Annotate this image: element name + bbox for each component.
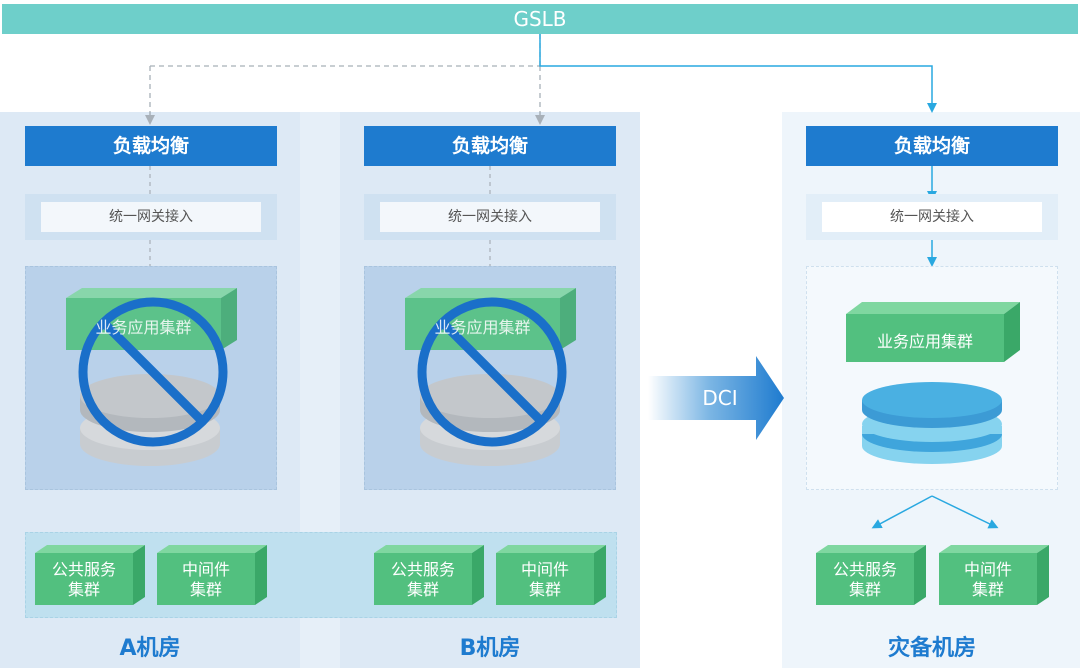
room-b-middleware-box — [496, 545, 606, 605]
room-a-gateway: 统一网关接入 — [41, 202, 261, 232]
room-a-title: A机房 — [119, 636, 181, 661]
room-b-public-service-label: 公共服务集群 — [390, 560, 455, 599]
room-a-public-service-box — [35, 545, 145, 605]
room-a-load-balancer: 负载均衡 — [25, 126, 277, 166]
dci-label: DCI — [702, 386, 738, 410]
room-a-app-cluster-label: 业务应用集群 — [95, 318, 192, 337]
room-dr-public-service-label: 公共服务集群 — [832, 560, 897, 599]
room-dr-middleware-label: 中间件集群 — [963, 560, 1012, 599]
room-b-title: B机房 — [459, 636, 521, 661]
room-dr-public-service-box — [816, 545, 926, 605]
room-b-gateway: 统一网关接入 — [380, 202, 600, 232]
dci-arrow — [648, 356, 784, 440]
room-dr-title: 灾备机房 — [887, 636, 976, 661]
room-dr-app-cluster-label: 业务应用集群 — [876, 332, 973, 351]
room-b-gateway-band: 统一网关接入 — [364, 194, 616, 240]
gslb-to-dr-line — [539, 34, 937, 113]
room-dr-database-icon — [862, 382, 1002, 464]
room-b-load-balancer: 负载均衡 — [364, 126, 616, 166]
room-dr-app-cluster-box — [846, 302, 1020, 362]
room-dr-gateway: 统一网关接入 — [822, 202, 1042, 232]
room-a-gateway-band: 统一网关接入 — [25, 194, 277, 240]
room-dr-middleware-box — [939, 545, 1049, 605]
room-a-middleware-label: 中间件集群 — [181, 560, 230, 599]
room-b-middleware-label: 中间件集群 — [520, 560, 569, 599]
room-dr-load-balancer: 负载均衡 — [806, 126, 1058, 166]
room-a-middleware-box — [157, 545, 267, 605]
room-a-prohibited-icon — [78, 297, 228, 447]
room-b-prohibited-icon — [417, 297, 567, 447]
room-dr-gateway-band: 统一网关接入 — [806, 194, 1058, 240]
room-b-app-cluster-label: 业务应用集群 — [434, 318, 531, 337]
room-b-public-service-box — [374, 545, 484, 605]
room-a-public-service-label: 公共服务集群 — [51, 560, 116, 599]
gslb-bar: GSLB — [2, 4, 1078, 34]
